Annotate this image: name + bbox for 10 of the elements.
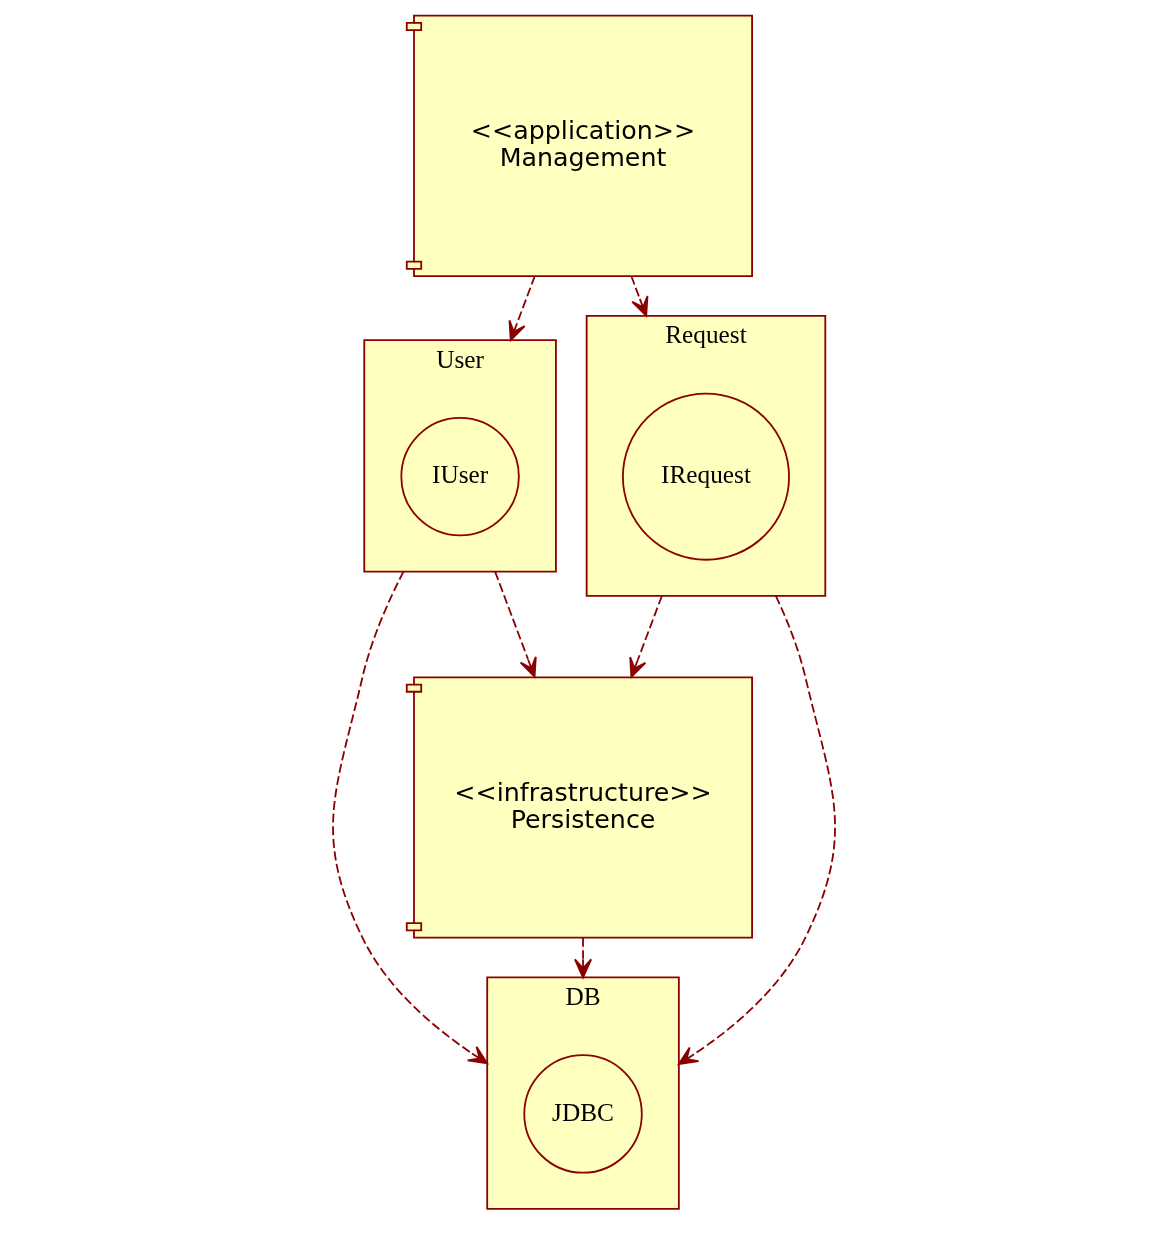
node-circle: IRequest [622, 392, 790, 561]
arrow [494, 570, 537, 678]
arrow [574, 936, 593, 979]
arrow [677, 595, 836, 1065]
arrow [332, 570, 489, 1065]
arrow [508, 275, 536, 342]
arrow [630, 275, 649, 317]
node-circle: IUser [400, 417, 520, 537]
arrow [629, 595, 663, 678]
node-circle: JDBC [523, 1054, 643, 1174]
